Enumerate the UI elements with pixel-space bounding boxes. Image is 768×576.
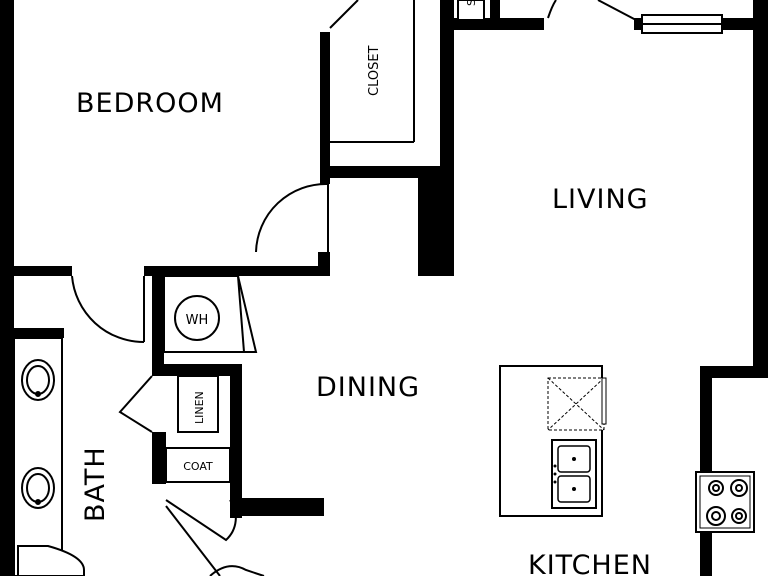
coat-label: COAT: [183, 460, 213, 473]
wall-coat-left: [152, 432, 166, 484]
wall-wh-bottom: [152, 364, 242, 376]
top-small-label: S: [465, 0, 478, 6]
door-top-arc: [547, 0, 557, 19]
window-swing: [597, 0, 637, 21]
room-label-bath: BATH: [80, 446, 111, 522]
coat-door: [165, 499, 237, 542]
window-top: [597, 0, 723, 34]
stove-icon: [695, 471, 755, 533]
wall-stub-bedroom: [318, 252, 330, 276]
water-heater-icon: [174, 295, 220, 341]
room-label-kitchen: KITCHEN: [528, 550, 652, 576]
closet-label: CLOSET: [367, 45, 382, 96]
room-label-dining: DINING: [316, 372, 420, 403]
bedroom-door-arc: [255, 182, 329, 253]
wall-coat-right: [230, 436, 242, 518]
wall-bedroom-bath-left: [0, 266, 72, 276]
toilet-icon: [17, 545, 85, 576]
wall-right-exterior: [753, 0, 768, 372]
wall-pier: [418, 178, 440, 276]
closet-door-top: [329, 0, 359, 29]
wall-closet-left: [320, 32, 330, 184]
bath-fixtures: [13, 337, 85, 576]
wall-wh-left: [152, 266, 164, 376]
wall-bedroom-living: [440, 0, 454, 276]
wall-top-stub: [490, 0, 500, 20]
bath-door-arc: [71, 275, 145, 344]
water-heater-closet: [163, 275, 258, 353]
kitchen-island: [499, 365, 607, 517]
linen-label: LINEN: [193, 391, 206, 424]
doors: [71, 182, 329, 576]
top-small-fixture: [457, 0, 485, 21]
wall-closet-bottom: [320, 166, 448, 178]
wall-left-exterior: [0, 0, 14, 576]
wall-bath-counter: [0, 328, 64, 338]
coat-closet: [165, 447, 231, 483]
room-label-bedroom: BEDROOM: [76, 88, 224, 119]
water-heater-label: WH: [186, 313, 209, 328]
wall-bedroom-bath-right: [144, 266, 330, 276]
wall-kitchen-top: [700, 366, 768, 378]
closet-lines: [329, 0, 415, 143]
linen-closet: [177, 375, 219, 433]
entry-door-arc: [209, 565, 265, 576]
wall-dining-stub: [242, 498, 324, 516]
linen-door: [118, 375, 153, 433]
entry-door-leaf: [165, 505, 221, 576]
wall-linen-right: [230, 364, 242, 442]
room-label-living: LIVING: [552, 184, 649, 215]
